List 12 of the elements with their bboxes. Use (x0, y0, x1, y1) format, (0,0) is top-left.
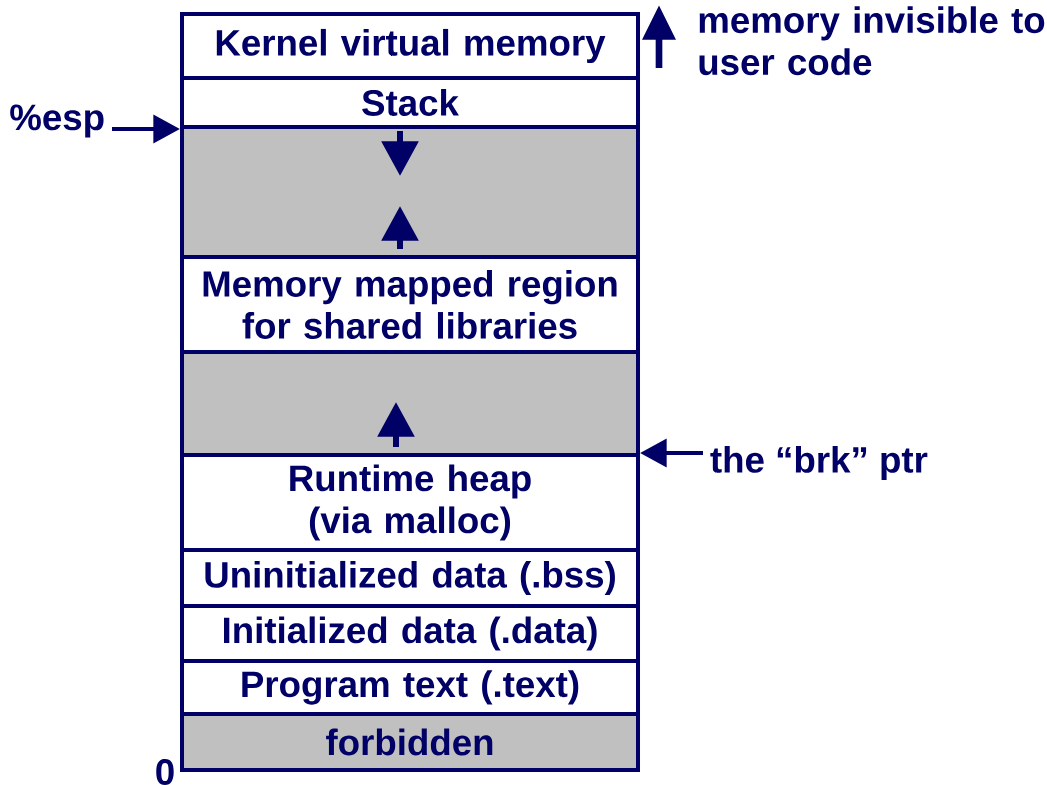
segment-band: Uninitialized data (.bss) (180, 548, 640, 608)
segment-band: Runtime heap (via malloc) (180, 453, 640, 552)
segment-band: Program text (.text) (180, 659, 640, 716)
address-label: 0 (156, 759, 174, 785)
side-note: memory invisible to user code (699, 6, 1045, 76)
pointer-label: the “brk” ptr (710, 445, 928, 481)
segment-band: Kernel virtual memory (180, 12, 640, 80)
segment-band: Stack (180, 76, 640, 129)
segment-band: forbidden (180, 712, 640, 772)
segment-band: Initialized data (.data) (180, 604, 640, 663)
segment-band: Memory mapped region for shared libraries (180, 255, 640, 354)
pointer-label: %esp (10, 104, 104, 138)
